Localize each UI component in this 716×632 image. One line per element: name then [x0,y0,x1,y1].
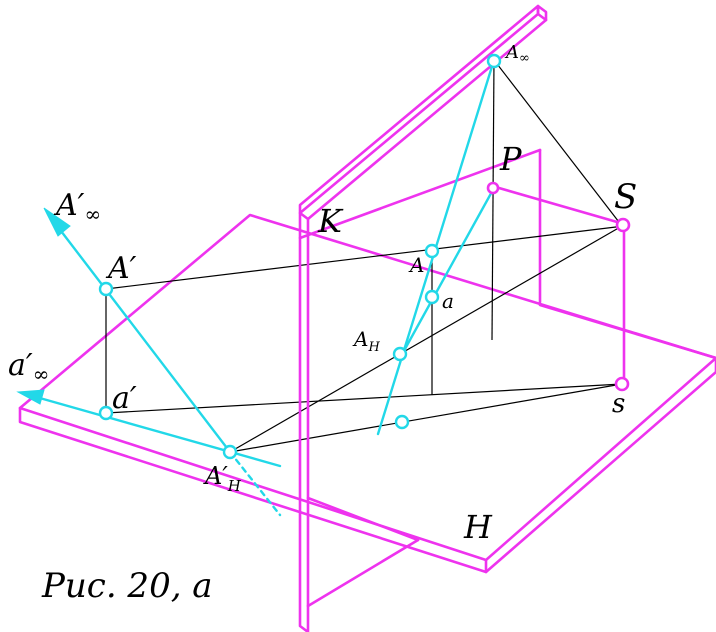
label-a-h: AH [352,327,380,355]
label-k: K [317,202,344,240]
point-a-prime-small [98,405,114,421]
label-s-small: s [612,389,625,419]
label-a-h-prime: A′H [203,462,242,495]
construction-lines [105,59,625,453]
labels: A′∞ A′ a′∞ a′ A′H K A a AH A∞ P S s H [8,42,637,546]
label-h: H [463,508,493,546]
label-a-prime-inf-small: a′∞ [8,348,49,386]
point-a-inf [486,53,502,69]
figure-caption: Рис. 20, a [41,566,213,606]
arrow-a-prime-inf-icon [43,207,71,237]
points [98,53,631,460]
label-a-prime-small: a′ [112,381,137,416]
point-a [424,243,440,259]
label-p: P [499,140,522,178]
plane-h [18,213,716,574]
point-a-h-prime [222,444,238,460]
plane-p [298,148,716,386]
label-a-prime: A′ [105,251,137,286]
point-s [615,217,631,233]
plane-k [298,4,548,632]
projection-lines [16,58,496,517]
arrow-a-prime-icon [16,389,45,405]
point-a-h [392,346,408,362]
label-s: S [614,177,637,217]
label-a-inf: A∞ [504,42,530,66]
label-a: A [408,253,424,277]
label-a-prime-inf: A′∞ [53,188,101,226]
point-a-prime [98,281,114,297]
point-p [486,181,500,195]
point-a-h-base [394,414,410,430]
label-a-small: a [442,289,454,313]
point-s-small [614,376,630,392]
point-a-small [424,289,440,305]
